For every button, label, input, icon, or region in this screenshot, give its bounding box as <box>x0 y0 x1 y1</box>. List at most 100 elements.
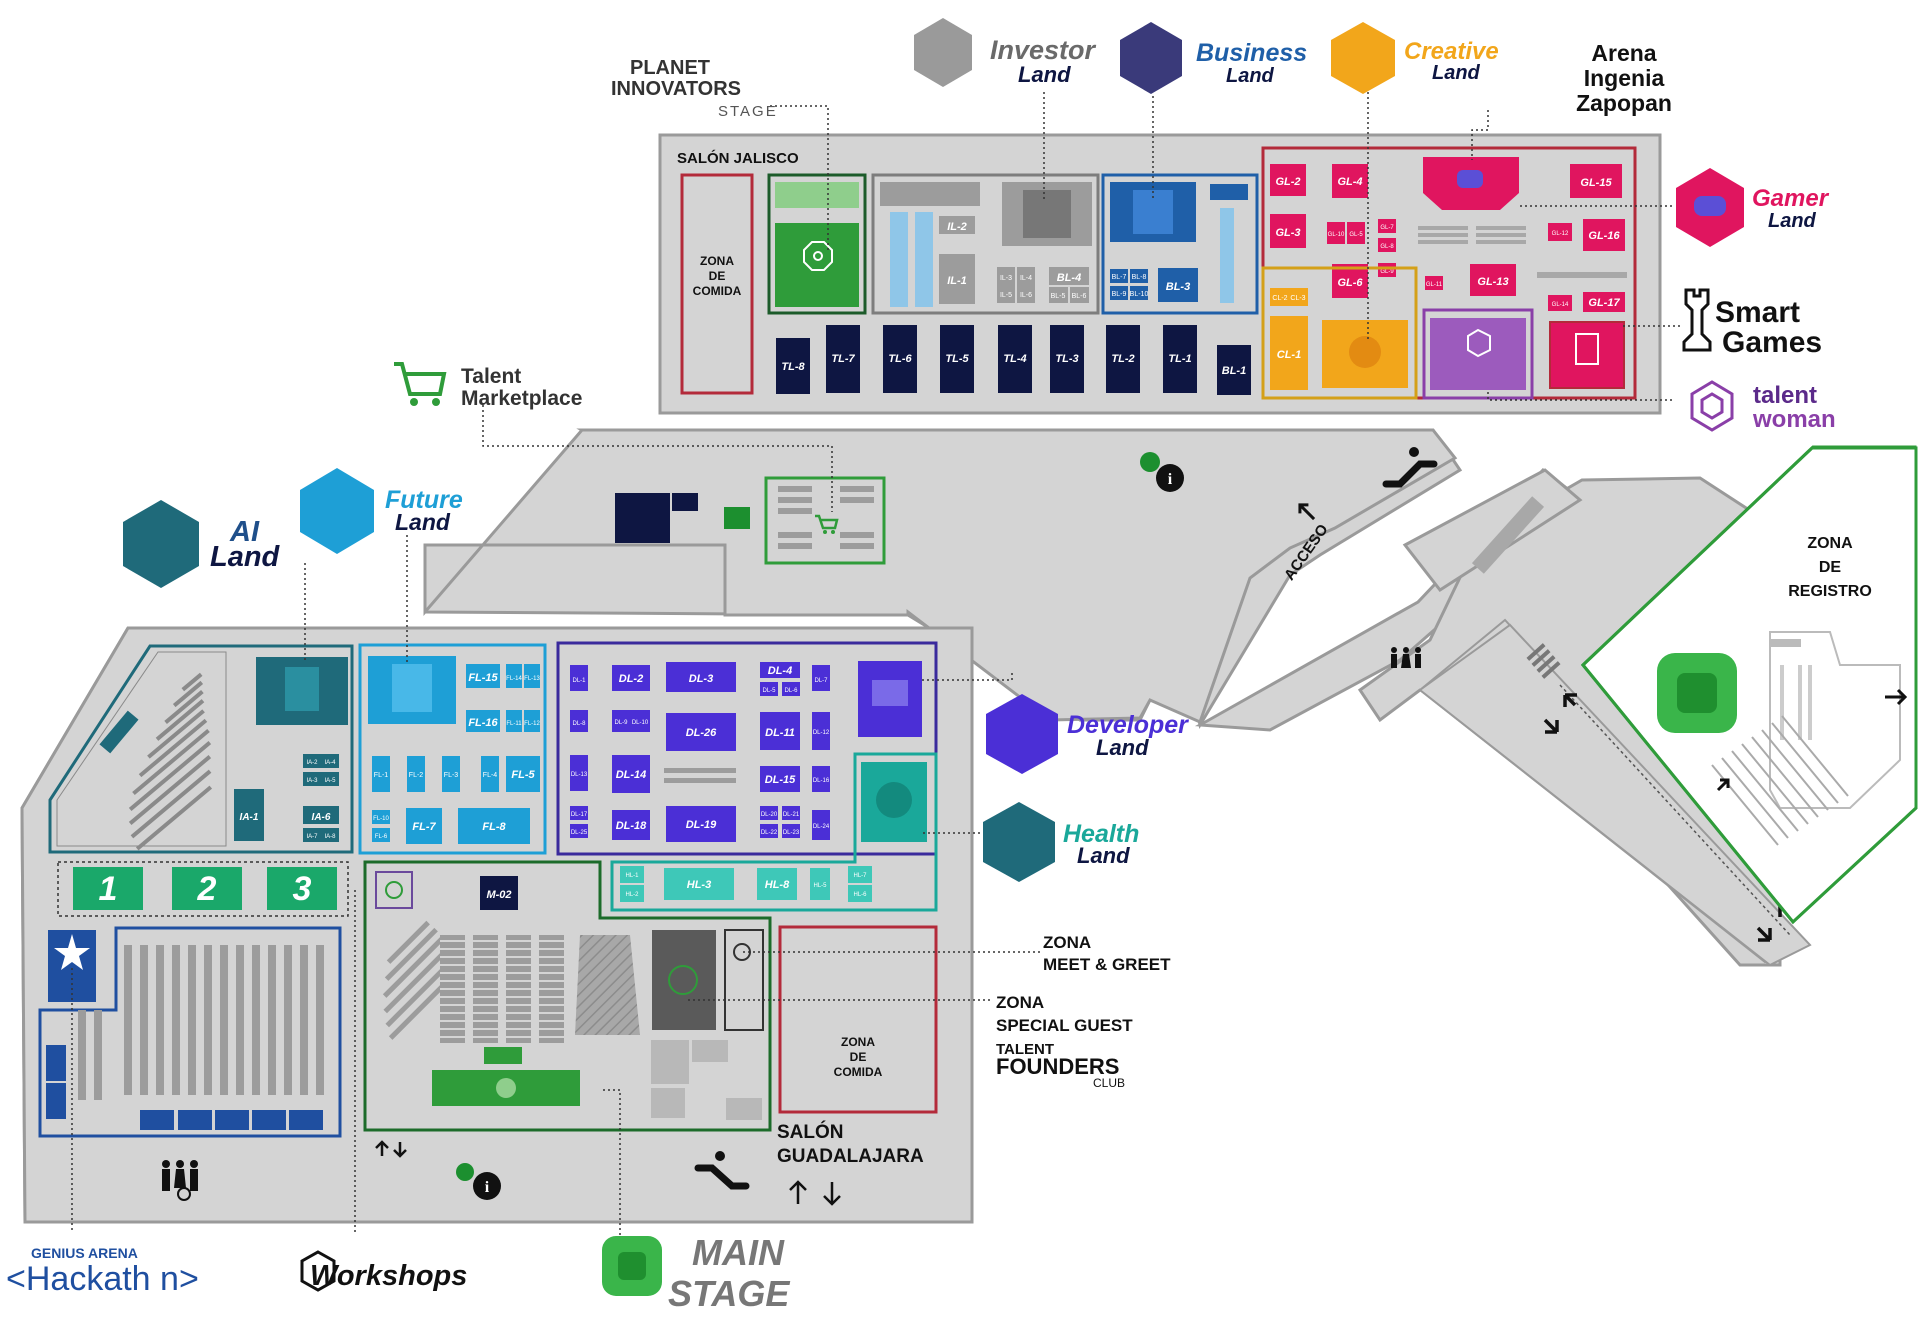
future-land-label: Future <box>385 486 463 514</box>
booth-fl-5 <box>506 756 540 792</box>
marketplace-tables <box>778 486 874 549</box>
booth-dl-20 <box>760 806 778 820</box>
escalator-icon <box>694 1151 750 1190</box>
info-icon-glyph: i <box>1168 471 1173 488</box>
planet-innovators-label: STAGE <box>718 103 778 120</box>
gamer-stage-front <box>1423 193 1519 210</box>
info-green-dot <box>1140 452 1160 472</box>
talent-marketplace-label: Marketplace <box>461 387 582 410</box>
booth-dl-2 <box>612 665 650 691</box>
booth-tl-7 <box>826 325 860 393</box>
zona-comida-bottom-label: COMIDA <box>834 1065 883 1079</box>
booth-label: FL-8 <box>482 821 506 833</box>
booth-label: HL-6 <box>853 892 867 898</box>
booth-tl-1 <box>1163 325 1197 393</box>
booth-dl-16 <box>812 766 830 792</box>
booth-label: DL-21 <box>783 812 800 818</box>
booth-gl-5 <box>1347 222 1365 244</box>
planet-stage <box>775 223 859 307</box>
booth-label: DL-26 <box>686 727 717 739</box>
booth-gl-14 <box>1548 295 1572 311</box>
booth-label: DL-11 <box>765 727 795 739</box>
main-stage-label: MAIN <box>692 1232 785 1273</box>
restroom-icon <box>1391 647 1421 668</box>
ai-seating <box>128 672 213 851</box>
ai-land-label: Land <box>210 541 281 573</box>
booth-label: HL-7 <box>853 873 867 879</box>
booth-label: BL-4 <box>1057 272 1081 284</box>
special-guest-icon <box>668 965 698 995</box>
booth-label: M-02 <box>486 889 511 901</box>
booth-il-4 <box>1017 267 1035 303</box>
talent-woman-label: talent <box>1753 382 1817 409</box>
booth-gl-8 <box>1378 238 1396 252</box>
booth-dl-3 <box>666 662 736 692</box>
booth-il-3 <box>997 267 1015 303</box>
booth-gl-4 <box>1332 164 1368 198</box>
booth-label: DL-16 <box>813 778 830 784</box>
booth-fl-3 <box>442 756 460 792</box>
booth-dl-9 <box>612 710 650 732</box>
booth-label: TL-1 <box>1168 353 1191 365</box>
talent-woman-zone <box>1422 308 1534 400</box>
booth-hl-8 <box>757 868 797 900</box>
booth-gl-7 <box>1378 219 1396 233</box>
smart-games-icon <box>1682 288 1712 352</box>
future-icon <box>300 468 374 554</box>
booth-label: FL-6 <box>375 834 388 840</box>
booth-bl-8 <box>1130 269 1148 283</box>
booth-dl-7 <box>812 665 830 691</box>
booth-label: IA-4 <box>324 760 336 766</box>
booth-label: CL-2 <box>1272 295 1287 302</box>
booth-tl-4 <box>998 325 1032 393</box>
booth-fl-2 <box>407 756 425 792</box>
booth-label: GL-12 <box>1552 231 1569 237</box>
booth-label: DL-1 <box>572 678 586 684</box>
salon-jalisco: SALÓN JALISCO ZONA DE COMIDA IL-2 IL-1 I… <box>677 146 1637 400</box>
investor-land-label: Land <box>1018 62 1071 87</box>
investor-land-label: Investor <box>990 35 1097 65</box>
booth-dl-12 <box>812 712 830 750</box>
main-stage-zone <box>363 860 772 1132</box>
creative-land-label: Creative <box>1404 38 1499 65</box>
future-land-label: Land <box>395 509 451 535</box>
backstage-block <box>692 1040 728 1062</box>
booth-label: IA-2 <box>306 760 318 766</box>
booth-label: FL-7 <box>412 821 436 833</box>
booth-fl-15 <box>466 664 500 688</box>
registro-stairs <box>1711 715 1849 846</box>
booth-label: GL-7 <box>1380 225 1394 231</box>
workshop-room-3 <box>267 867 337 910</box>
hackathon-label: GENIUS ARENA <box>31 1245 138 1261</box>
booth-fl-4 <box>481 756 499 792</box>
booth-label: IA-8 <box>324 834 336 840</box>
booth-label: CL-3 <box>1290 295 1305 302</box>
developer-land-label: Developer <box>1067 711 1189 739</box>
booth-label: GL-9 <box>1380 269 1394 275</box>
booth-label: FL-13 <box>524 676 540 682</box>
dl-booths: DL-1 DL-2 DL-3 DL-4 DL-5 DL-6 DL-7 DL-8 … <box>570 662 830 842</box>
workshop-room-label: 1 <box>99 870 118 908</box>
special-guest-label: ZONA <box>996 993 1044 1012</box>
booth-label: FL-16 <box>468 717 498 729</box>
booth-fl-10 <box>372 810 390 824</box>
info-icon <box>473 1172 501 1200</box>
booth-fl-14 <box>506 664 522 688</box>
health-land-label: Land <box>1077 843 1130 868</box>
booth-hl-6 <box>848 885 872 902</box>
gamer-icon <box>1457 170 1483 188</box>
gamer-land-label: Land <box>1768 210 1817 232</box>
booth-gl-15 <box>1570 164 1622 198</box>
backstage-block <box>651 1088 685 1118</box>
booth-label: BL-9 <box>1112 291 1127 298</box>
booth-label: GL-10 <box>1328 232 1345 238</box>
business-counter <box>1210 184 1248 200</box>
investor-land-zone <box>871 173 1100 315</box>
main-stage-icon <box>602 1236 662 1296</box>
main-stage-label: STAGE <box>668 1273 790 1314</box>
zona-registro: ZONA DE REGISTRO <box>1580 446 1918 925</box>
workshop-booth-icon <box>385 881 403 899</box>
health-icon <box>983 802 1055 882</box>
booth-label: DL-22 <box>761 830 778 836</box>
health-land-label: Health <box>1063 820 1139 848</box>
